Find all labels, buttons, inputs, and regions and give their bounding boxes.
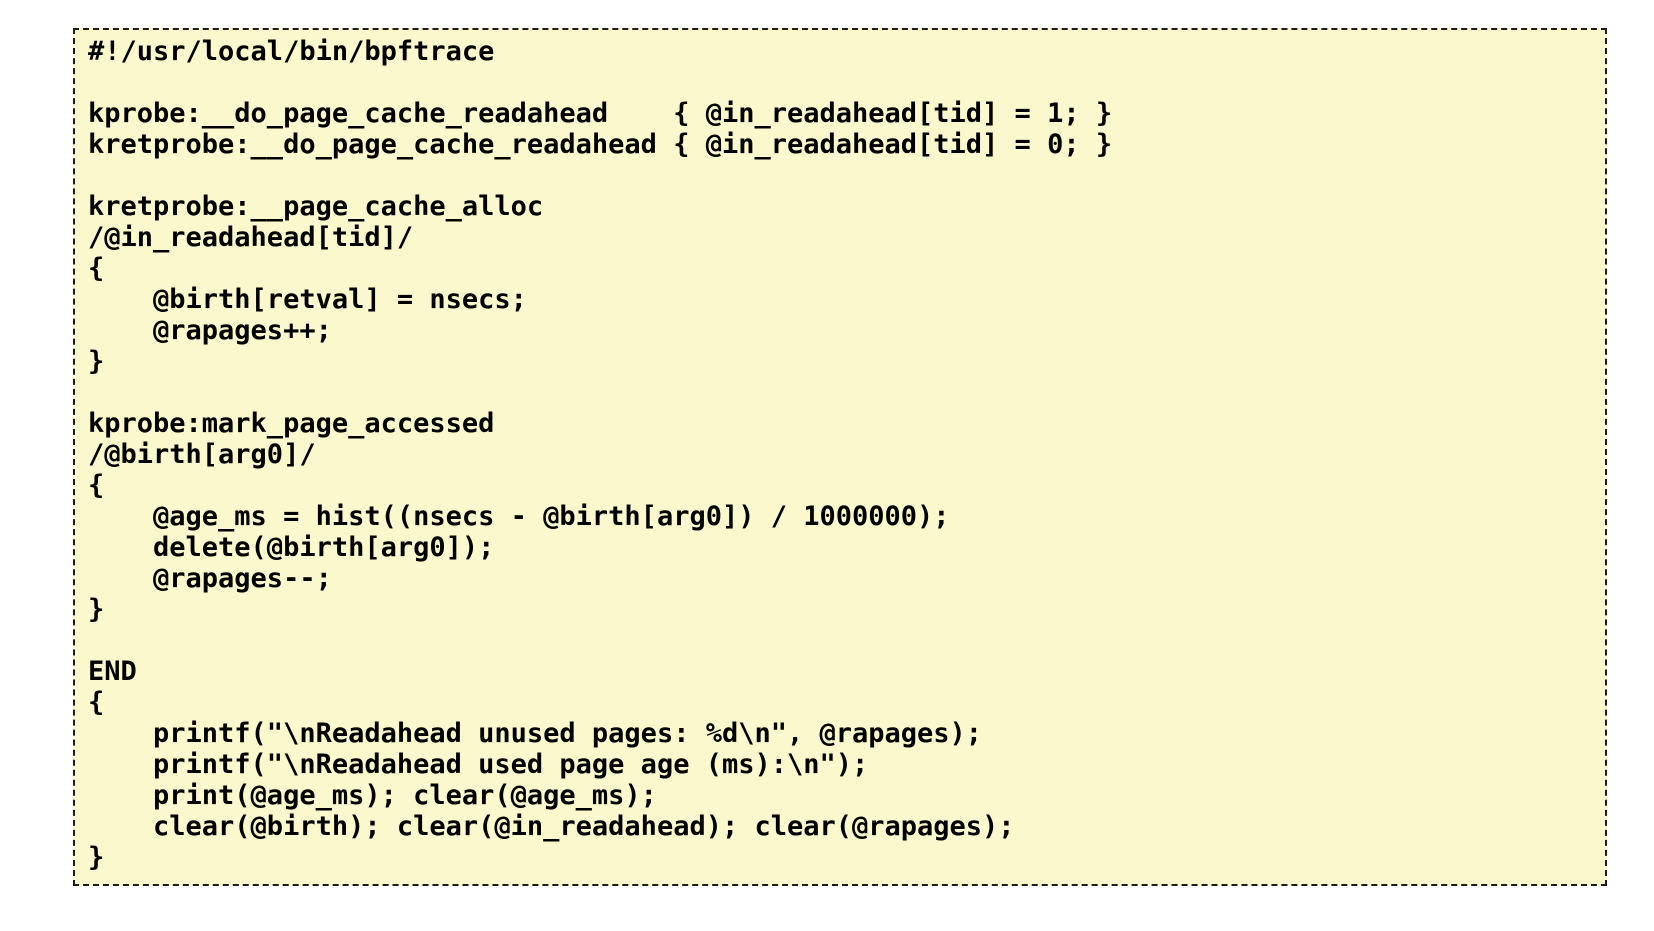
code-block: #!/usr/local/bin/bpftrace kprobe:__do_pa… — [73, 28, 1607, 886]
code-line-age-hist: @age_ms = hist((nsecs - @birth[arg0]) / … — [88, 501, 950, 532]
code-line-blank — [88, 625, 1589, 656]
code-line-clear-maps: clear(@birth); clear(@in_readahead); cle… — [88, 811, 1015, 842]
code-line-blank — [88, 160, 1589, 191]
code-line-close-brace: } — [88, 842, 105, 873]
code-line-kretprobe-readahead: kretprobe:__do_page_cache_readahead { @i… — [88, 129, 1113, 160]
code-line-close-brace: } — [88, 594, 105, 625]
code-line-kretprobe-page-cache-alloc: kretprobe:__page_cache_alloc — [88, 191, 544, 222]
code-line-blank — [88, 67, 1589, 98]
code-line-open-brace: { — [88, 253, 105, 284]
code-line-printf-page-age: printf("\nReadahead used page age (ms):\… — [88, 749, 869, 780]
code-line-blank — [88, 377, 1589, 408]
code-line-rapages-decrement: @rapages--; — [88, 563, 332, 594]
code-line-kprobe-mark-page-accessed: kprobe:mark_page_accessed — [88, 408, 495, 439]
code-line-predicate: /@in_readahead[tid]/ — [88, 222, 414, 253]
code-line-open-brace: { — [88, 687, 105, 718]
code-line-print-clear-age: print(@age_ms); clear(@age_ms); — [88, 780, 657, 811]
code-line-kprobe-readahead: kprobe:__do_page_cache_readahead { @in_r… — [88, 98, 1113, 129]
code-line-close-brace: } — [88, 346, 105, 377]
code-line-shebang: #!/usr/local/bin/bpftrace — [88, 36, 495, 67]
code-line-predicate: /@birth[arg0]/ — [88, 439, 316, 470]
code-line-open-brace: { — [88, 470, 105, 501]
code-line-rapages-increment: @rapages++; — [88, 315, 332, 346]
code-line-birth-assign: @birth[retval] = nsecs; — [88, 284, 527, 315]
code-line-printf-unused-pages: printf("\nReadahead unused pages: %d\n",… — [88, 718, 983, 749]
code-line-end-probe: END — [88, 656, 137, 687]
code-line-delete-birth: delete(@birth[arg0]); — [88, 532, 495, 563]
